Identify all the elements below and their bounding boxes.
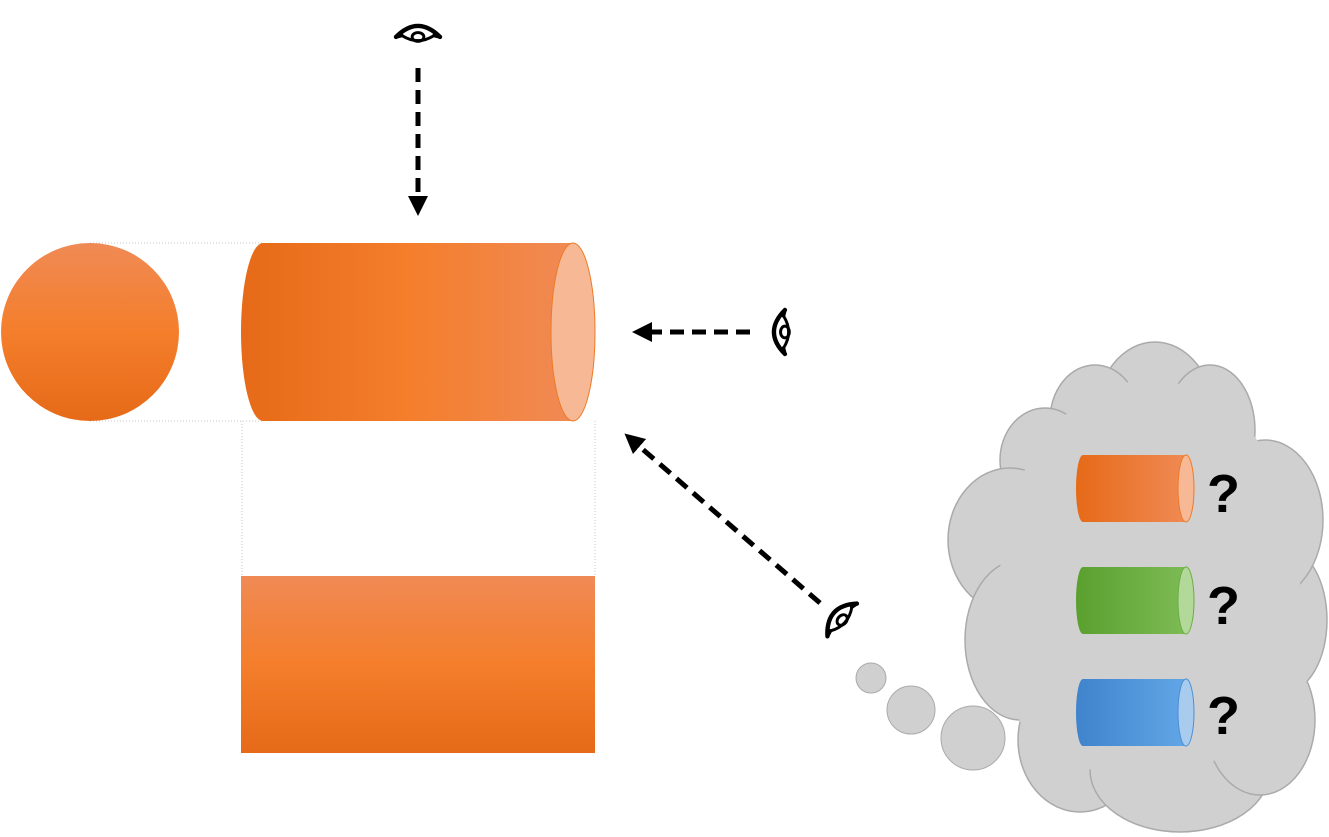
question-mark-green: ? bbox=[1207, 576, 1240, 636]
side-view-cylinder bbox=[241, 242, 596, 422]
thought-dot-small bbox=[855, 662, 887, 694]
top-view-rectangle bbox=[241, 576, 595, 753]
thought-bubble: ? ? ? bbox=[855, 341, 1328, 833]
option-green-cylinder bbox=[1076, 566, 1195, 635]
eye-icon-top bbox=[396, 26, 440, 41]
question-mark-orange: ? bbox=[1207, 464, 1240, 524]
question-mark-blue: ? bbox=[1207, 686, 1240, 746]
eye-icon-side bbox=[774, 310, 789, 354]
thought-dot-large bbox=[940, 705, 1006, 771]
view-arrows bbox=[408, 68, 822, 605]
option-orange-cylinder bbox=[1076, 454, 1195, 523]
option-blue-cylinder bbox=[1076, 678, 1195, 747]
projection-guides bbox=[90, 242, 596, 576]
cylinder-cap bbox=[550, 242, 596, 422]
end-view-circle bbox=[1, 243, 179, 421]
arrow-oblique-view bbox=[624, 433, 822, 605]
thought-dot-medium bbox=[886, 685, 936, 735]
eye-icon-oblique bbox=[819, 596, 860, 639]
cylinder-body bbox=[241, 243, 573, 421]
